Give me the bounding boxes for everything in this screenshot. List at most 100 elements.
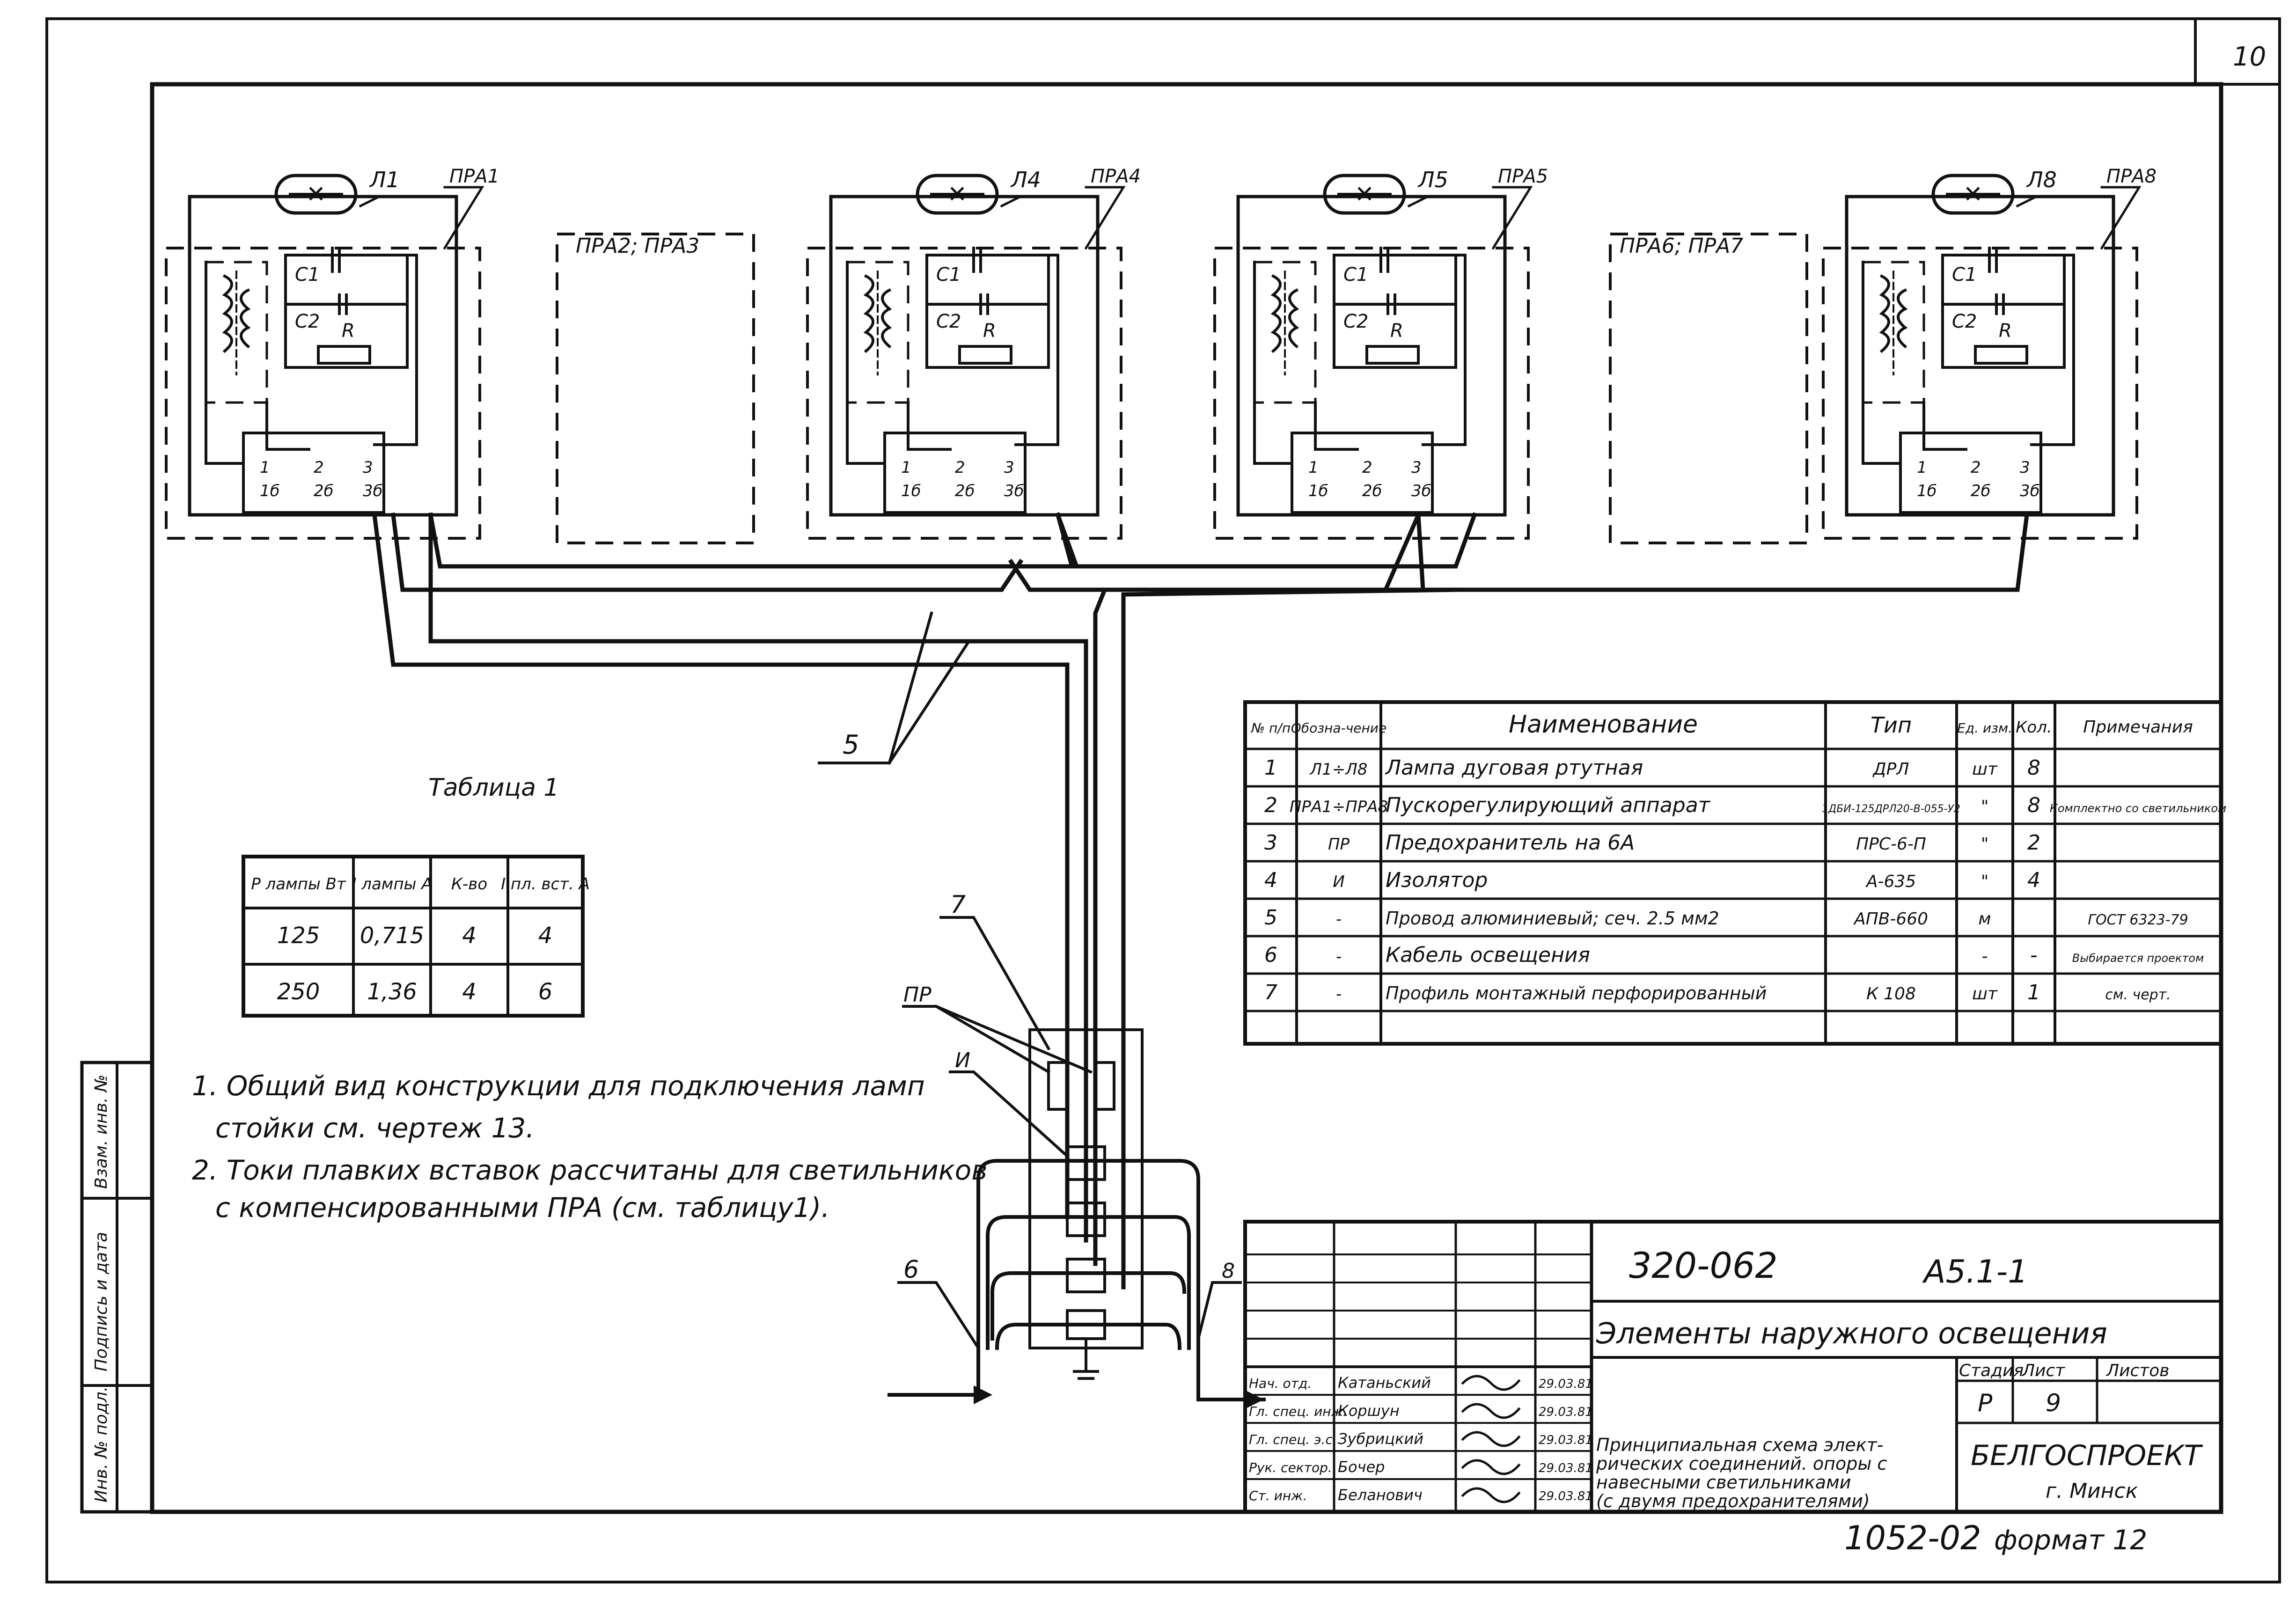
spec-header: Кол. [2016, 718, 2052, 737]
ballast-label: ПРА8 [2106, 166, 2157, 187]
lamp-arc-icon: ✕ [1963, 181, 1983, 208]
callout-5-label: 5 [843, 730, 859, 760]
callout-7-label: 7 [950, 891, 966, 919]
signature-date: 29.03.81 [1539, 1433, 1593, 1447]
fuse-1 [1047, 1061, 1069, 1111]
spec-cell: ПРА1÷ПРА8 [1290, 798, 1388, 816]
signature-mark-icon [1461, 1459, 1521, 1475]
ballast-label: ПРА4 [1091, 166, 1141, 187]
omitted-block-1-label: ПРА2; ПРА3 [576, 234, 699, 258]
terminal-2b-label: 2б [955, 482, 975, 500]
spec-cell: " [1981, 797, 1989, 816]
spec-cell: 2 [2027, 831, 2040, 855]
note-1-line-2: стойки см. чертеж 13. [215, 1112, 535, 1144]
choke-core [846, 261, 910, 404]
choke-coil-icon [863, 274, 874, 353]
lamp-label: Л5 [1417, 167, 1448, 192]
page-number: 10 [2233, 42, 2266, 72]
spec-cell: - [1336, 985, 1342, 1004]
terminal-1b-label: 1б [1308, 482, 1328, 500]
c2-label: C2 [295, 311, 320, 332]
spec-cell: 1 [2027, 981, 2040, 1004]
resistor-icon [958, 345, 1012, 365]
spec-cell: Изолятор [1386, 868, 1488, 892]
r-label: R [1999, 320, 2012, 342]
lamp-icon [1323, 174, 1406, 215]
table1-cell: 4 [538, 923, 553, 949]
spec-cell: - [2030, 943, 2038, 967]
c2-label: C2 [1343, 311, 1368, 332]
note-2-line-2: с компенсированными ПРА (см. таблицу1). [215, 1192, 830, 1224]
callout-5: 5 [818, 611, 971, 765]
sheet-label: Лист [2021, 1361, 2065, 1380]
terminal-3b-label: 3б [1411, 482, 1431, 500]
ballast-enclosure [1213, 247, 1530, 540]
spec-header: Тип [1871, 712, 1912, 738]
spec-cell: Пускорегулирующий аппарат [1386, 793, 1711, 817]
choke-coil-icon [881, 288, 892, 349]
c1-label: C1 [936, 264, 961, 286]
resistor-icon [317, 345, 371, 365]
lamp-arc-icon: ✕ [306, 181, 326, 208]
choke-core [1253, 261, 1317, 404]
ballast-enclosure [165, 247, 481, 540]
spec-cell: Выбирается проектом [2072, 952, 2204, 965]
spec-frame [1243, 700, 2223, 1046]
signature-role: Ст. инж. [1249, 1488, 1307, 1503]
terminal-2-label: 2 [955, 458, 965, 477]
notes: 1. Общий вид конструкции для подключения… [192, 1070, 987, 1224]
sheets-label: Листов [2105, 1361, 2169, 1380]
c2-label: C2 [936, 311, 961, 332]
org-name: БЕЛГОСПРОЕКТ [1971, 1439, 2203, 1472]
spec-cell: 8 [2027, 756, 2040, 780]
terminal-1b-label: 1б [901, 482, 921, 500]
sheet-no: 9 [2046, 1389, 2061, 1417]
spec-cell: - [1336, 947, 1342, 966]
signature-date: 29.03.81 [1539, 1461, 1593, 1475]
lamp-icon [1931, 174, 2015, 215]
stage-value: Р [1978, 1389, 1993, 1417]
spec-cell: шт [1972, 760, 1998, 779]
album-code: А5.1-1 [1922, 1253, 2028, 1290]
spec-cell: ПР [1328, 835, 1350, 854]
spec-cell: И [1333, 872, 1344, 891]
note-2-line-1: 2. Токи плавких вставок рассчитаны для с… [192, 1154, 987, 1186]
signature-role: Рук. сектор. [1249, 1460, 1332, 1475]
spec-cell: м [1978, 909, 1991, 929]
spec-header: Обозна-чение [1291, 720, 1386, 736]
spec-cell: Лампа дуговая ртутная [1385, 756, 1643, 780]
lamp-label: Л1 [369, 167, 400, 192]
project-title: Элементы наружного освещения [1596, 1316, 2107, 1350]
resistor-icon [1365, 345, 1420, 365]
spec-cell: 5 [1264, 906, 1277, 930]
spec-cell: К 108 [1866, 984, 1916, 1004]
panel-callouts: 7 ПР И 6 8 [897, 891, 1242, 1350]
sheet-title-1: Принципиальная схема элект- [1596, 1435, 1884, 1455]
terminal-1-label: 1 [1917, 458, 1927, 477]
side-stamp-inv: Инв. № подл. [92, 1386, 111, 1502]
table1-frame [242, 855, 585, 1018]
side-stamp-vzam: Взам. инв. № [92, 1075, 111, 1189]
sheet-title-4: (с двумя предохранителями) [1596, 1491, 1870, 1511]
ballast-enclosure [1822, 247, 2138, 540]
terminal-block [1899, 432, 2042, 514]
spec-cell: 1ДБИ-125ДРЛ20-В-055-У2 [1822, 803, 1960, 815]
sheet-title-3: навесными светильниками [1596, 1472, 1851, 1493]
lamp-label: Л4 [1010, 167, 1041, 192]
lamp-icon [274, 174, 358, 215]
table1-header: I лампы А [352, 875, 432, 894]
spec-header: Ед. изм. [1957, 720, 2012, 736]
spec-cell: Л1÷Л8 [1309, 760, 1368, 779]
choke-coil-icon [1879, 274, 1890, 353]
spec-cell: 7 [1264, 981, 1277, 1004]
terminal-3b-label: 3б [1004, 482, 1024, 500]
org-city: г. Минск [2046, 1479, 2138, 1503]
spec-cell: 4 [2027, 868, 2040, 892]
signature-role: Нач. отд. [1249, 1376, 1312, 1391]
spec-cell: 6 [1264, 943, 1277, 967]
choke-coil-icon [1270, 274, 1282, 353]
spec-cell: ПРС-6-П [1856, 835, 1926, 854]
lamp-icon [916, 174, 999, 215]
